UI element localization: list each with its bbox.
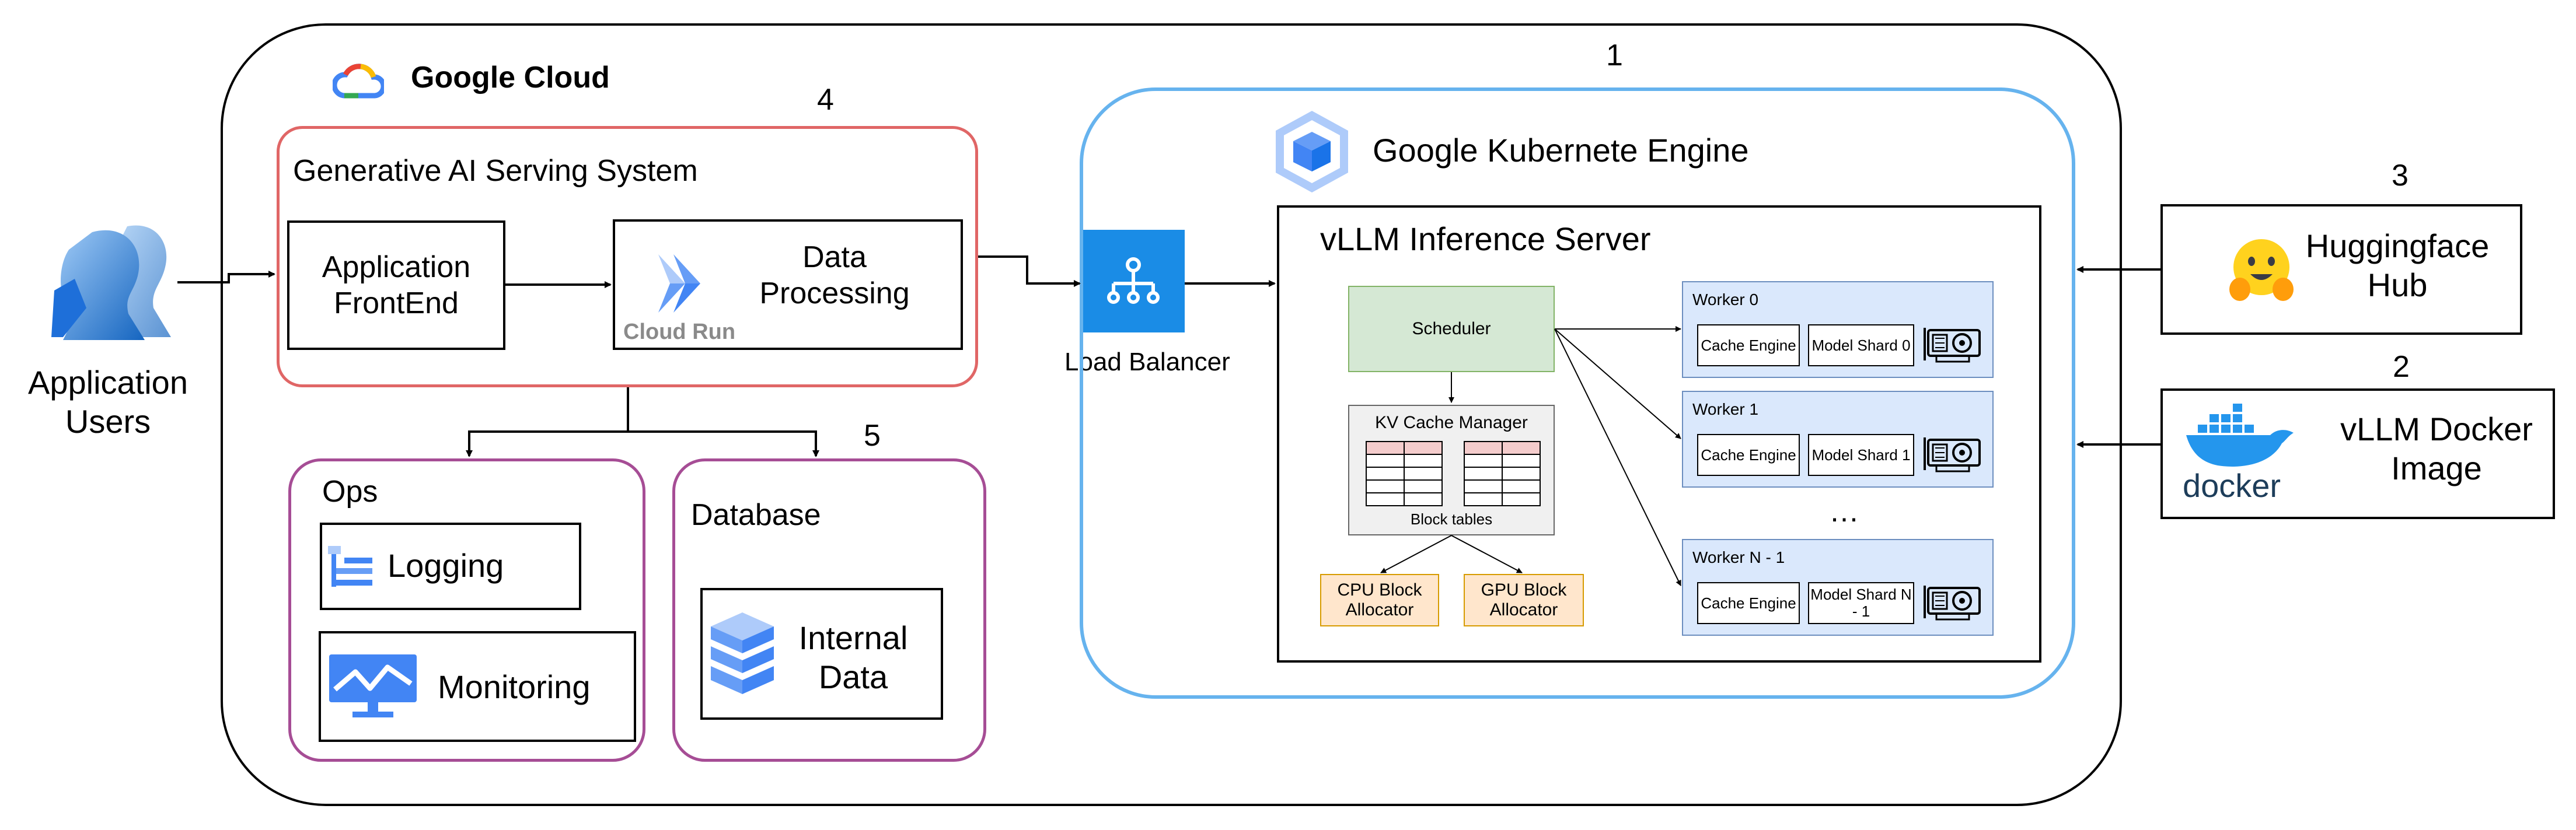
docker-wordmark: docker [2183, 467, 2281, 504]
scheduler-label: Scheduler [1412, 318, 1491, 338]
label-2: 2 [2393, 350, 2410, 384]
worker-title: Worker 0 [1692, 290, 1759, 309]
gpu-block-allocator-label: GPU Block Allocator [1481, 580, 1567, 620]
workers-ellipsis: … [1829, 495, 1859, 528]
cloud-run-label: Cloud Run [623, 320, 736, 344]
gke-icon [1276, 111, 1348, 192]
monitoring-label: Monitoring [438, 668, 591, 705]
docker-icon [2186, 404, 2294, 467]
huggingface-icon [2229, 239, 2294, 301]
scheduler-box[interactable]: Scheduler [1348, 286, 1555, 372]
label-1: 1 [1606, 38, 1623, 72]
model-shard-box[interactable]: Model Shard 0 [1808, 324, 1914, 366]
monitoring-icon [329, 654, 417, 717]
arrow-genai-to-lb [978, 255, 1081, 287]
gke-title: Google Kubernete Engine [1373, 132, 1749, 169]
model-shard-label: Model Shard N - 1 [1810, 586, 1912, 620]
model-shard-label: Model Shard 1 [1811, 446, 1911, 464]
vllm-docker-image-box[interactable] [2160, 388, 2555, 519]
cache-engine-box[interactable]: Cache Engine [1697, 434, 1800, 476]
database-title: Database [691, 498, 821, 532]
application-frontend-label: Application FrontEnd [322, 250, 471, 320]
gpu-card-icon [1924, 586, 1981, 621]
arrow-users-to-frontend [177, 271, 275, 283]
kv-cache-manager-label: KV Cache Manager [1375, 413, 1528, 432]
google-cloud-container [221, 23, 2122, 806]
load-balancer-icon[interactable] [1082, 230, 1185, 332]
cache-engine-label: Cache Engine [1701, 336, 1796, 354]
monitoring-box[interactable] [319, 631, 636, 742]
gen-ai-serving-system [277, 126, 978, 387]
internal-data-box[interactable] [700, 588, 943, 720]
gpu-card-icon [1924, 437, 1981, 472]
users-icon [51, 225, 171, 340]
worker-box[interactable]: Worker 1 Cache Engine Model Shard 1 [1682, 391, 1994, 488]
vllm-docker-image-label: vLLM Docker Image [2340, 411, 2533, 487]
model-shard-box[interactable]: Model Shard 1 [1808, 434, 1914, 476]
worker-box[interactable]: Worker 0 Cache Engine Model Shard 0 [1682, 281, 1994, 378]
gpu-block-allocator-box[interactable]: GPU Block Allocator [1464, 574, 1584, 626]
internal-data-label: Internal Data [798, 619, 908, 696]
cache-engine-box[interactable]: Cache Engine [1697, 324, 1800, 366]
arrow-kv-to-cpu [1380, 535, 1452, 573]
application-frontend-box[interactable]: Application FrontEnd [287, 220, 505, 350]
logging-box[interactable] [320, 523, 581, 610]
vllm-inference-server [1277, 205, 2041, 663]
label-5: 5 [864, 419, 881, 453]
arrow-kv-to-gpu [1451, 535, 1523, 573]
logging-label: Logging [388, 547, 504, 584]
gke-container [1080, 87, 2075, 699]
connector-to-database [628, 430, 819, 457]
load-balancer-label: Load Balancer [1064, 348, 1230, 376]
data-processing-box[interactable] [613, 219, 963, 350]
cache-engine-box[interactable]: Cache Engine [1697, 582, 1800, 624]
model-shard-box[interactable]: Model Shard N - 1 [1808, 582, 1914, 624]
application-users-label: Application Users [28, 364, 188, 440]
cache-engine-label: Cache Engine [1701, 594, 1796, 612]
worker-title: Worker N - 1 [1692, 548, 1785, 566]
google-cloud-title: Google Cloud [411, 61, 610, 94]
cache-engine-label: Cache Engine [1701, 446, 1796, 464]
cloud-run-icon [658, 254, 700, 313]
vllm-server-title: vLLM Inference Server [1320, 220, 1651, 257]
block-table-left [1366, 441, 1443, 509]
gpu-card-icon [1924, 328, 1981, 363]
cpu-block-allocator-box[interactable]: CPU Block Allocator [1320, 574, 1439, 626]
google-cloud-icon [333, 64, 384, 99]
internal-data-icon [711, 612, 774, 694]
model-shard-label: Model Shard 0 [1811, 336, 1911, 354]
worker-title: Worker 1 [1692, 400, 1759, 418]
huggingface-hub-box[interactable] [2160, 204, 2522, 335]
connector-genai-split [466, 387, 629, 457]
gen-ai-title: Generative AI Serving System [293, 154, 698, 188]
data-processing-label: Data Processing [759, 240, 910, 311]
ops-title: Ops [322, 475, 378, 509]
logging-icon [328, 546, 372, 587]
ops-container [288, 458, 645, 762]
block-table-right [1464, 441, 1541, 509]
database-container [672, 458, 986, 762]
arrow-scheduler-to-worker-n [1554, 328, 1681, 586]
cpu-block-allocator-label: CPU Block Allocator [1337, 580, 1422, 620]
worker-box[interactable]: Worker N - 1 Cache Engine Model Shard N … [1682, 539, 1994, 636]
huggingface-hub-label: Huggingface Hub [2305, 227, 2490, 304]
arrow-scheduler-to-worker-1 [1554, 328, 1681, 439]
block-tables-label: Block tables [1410, 510, 1493, 528]
label-4: 4 [817, 83, 834, 117]
label-3: 3 [2392, 159, 2409, 192]
